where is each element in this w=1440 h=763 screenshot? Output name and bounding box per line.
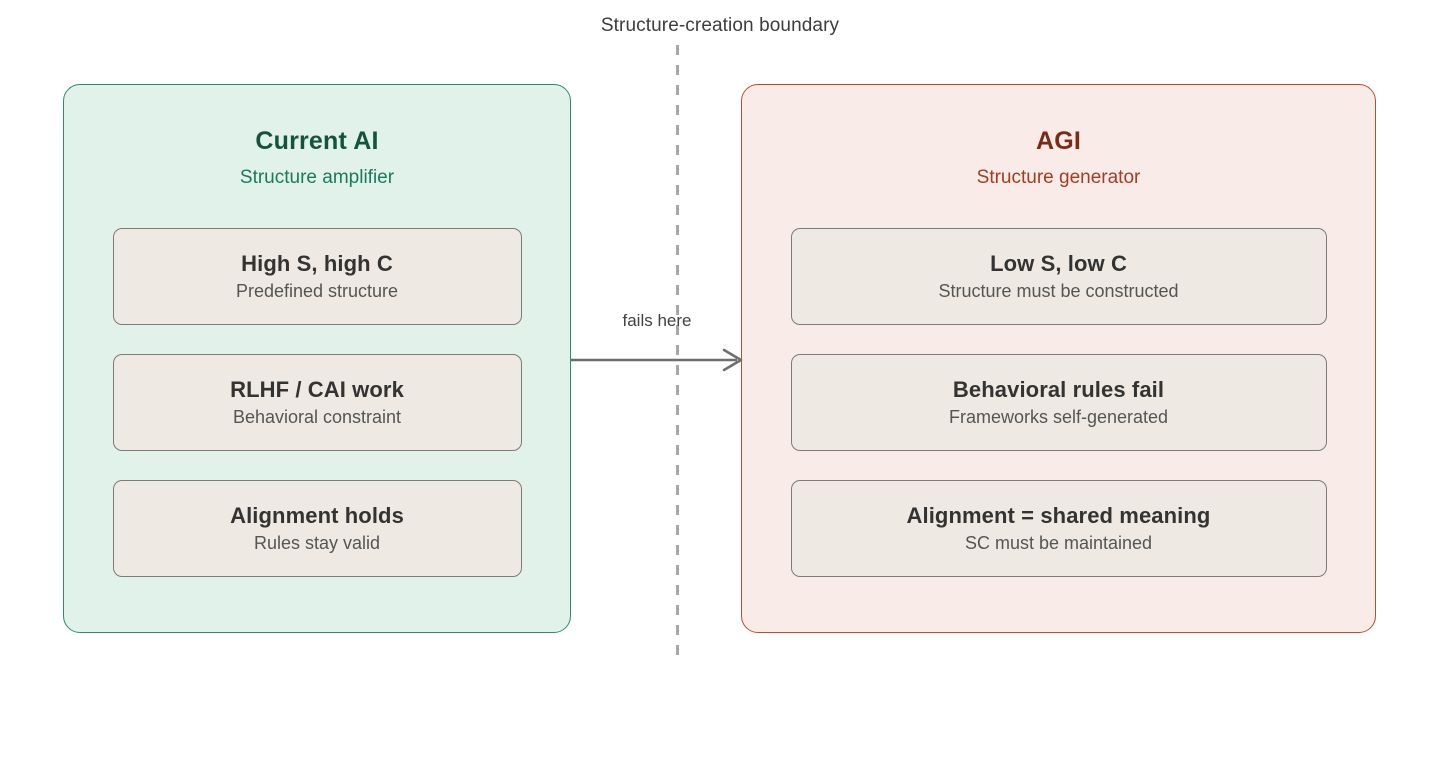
connector-label: fails here	[622, 311, 692, 330]
arrow-right-icon	[571, 348, 743, 372]
card-alignment-shared-meaning[interactable]: Alignment = shared meaning SC must be ma…	[790, 480, 1327, 577]
card-subtitle: SC must be maintained	[964, 533, 1153, 553]
card-low-s-low-c[interactable]: Low S, low C Structure must be construct…	[790, 228, 1327, 325]
card-title: RLHF / CAI work	[230, 377, 404, 402]
card-high-s-high-c[interactable]: High S, high C Predefined structure	[112, 228, 522, 325]
panel-agi: AGI Structure generator Low S, low C Str…	[741, 84, 1376, 633]
connector-fails-here: fails here	[571, 311, 743, 376]
structure-creation-boundary-line	[676, 45, 679, 664]
card-rlhf-cai-work[interactable]: RLHF / CAI work Behavioral constraint	[112, 354, 522, 451]
card-subtitle: Frameworks self-generated	[948, 407, 1169, 427]
card-title: Low S, low C	[990, 251, 1127, 276]
card-subtitle: Predefined structure	[235, 281, 399, 301]
panel-title-agi: AGI	[1035, 127, 1082, 155]
card-subtitle: Structure must be constructed	[938, 281, 1179, 301]
card-behavioral-rules-fail[interactable]: Behavioral rules fail Frameworks self-ge…	[790, 354, 1327, 451]
panel-title-current-ai: Current AI	[255, 127, 379, 155]
panel-subtitle-current-ai: Structure amplifier	[239, 167, 395, 188]
card-subtitle: Rules stay valid	[253, 533, 381, 553]
boundary-label: Structure-creation boundary	[600, 15, 840, 36]
card-subtitle: Behavioral constraint	[232, 407, 402, 427]
card-title: High S, high C	[241, 251, 393, 276]
panel-subtitle-agi: Structure generator	[976, 167, 1141, 188]
card-title: Alignment = shared meaning	[906, 503, 1211, 528]
card-title: Alignment holds	[230, 503, 404, 528]
card-title: Behavioral rules fail	[952, 377, 1165, 402]
card-alignment-holds[interactable]: Alignment holds Rules stay valid	[112, 480, 522, 577]
panel-current-ai: Current AI Structure amplifier High S, h…	[63, 84, 571, 633]
card-stack-agi: Low S, low C Structure must be construct…	[742, 228, 1375, 577]
card-stack-current-ai: High S, high C Predefined structure RLHF…	[64, 228, 570, 577]
